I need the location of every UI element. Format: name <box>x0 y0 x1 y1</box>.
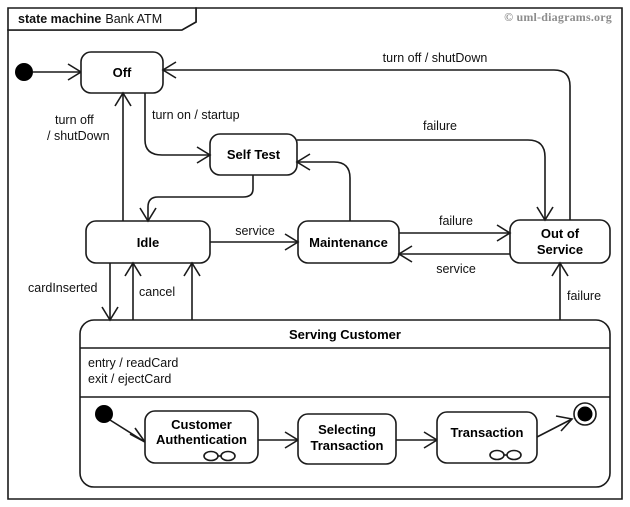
final-state <box>573 402 597 426</box>
edge-serving-customer-to-out-of-service <box>551 261 569 320</box>
edge-transaction-to-final <box>536 415 574 438</box>
label-cancel: cancel <box>139 285 175 299</box>
state-self-test[interactable]: Self Test <box>209 133 298 176</box>
initial-pseudostate <box>15 63 33 81</box>
edge-maintenance-to-self-test <box>295 153 351 221</box>
label-service-idle-maintenance: service <box>235 224 275 238</box>
composite-state-icon <box>489 449 522 461</box>
substate-transaction-label: Transaction <box>451 425 524 440</box>
edge-self-test-to-idle <box>139 175 254 223</box>
substate-transaction[interactable]: Transaction <box>436 411 538 464</box>
substate-initial-pseudostate <box>95 405 113 423</box>
substate-selecting-label-line1: Selecting <box>318 422 376 437</box>
state-maintenance-label: Maintenance <box>309 235 388 250</box>
edge-serving-customer-to-idle-completion <box>183 261 201 320</box>
label-turn-off-shutdown-top: turn off / shutDown <box>383 51 488 65</box>
copyright-notice: © uml-diagrams.org <box>504 10 612 24</box>
state-off-label: Off <box>113 65 132 80</box>
substate-selecting-label-line2: Transaction <box>311 438 384 453</box>
state-idle-label: Idle <box>137 235 159 250</box>
state-idle[interactable]: Idle <box>85 220 211 264</box>
edge-off-to-self-test <box>144 93 212 164</box>
label-turn-on-startup: turn on / startup <box>152 108 240 122</box>
edge-self-test-to-out-of-service <box>297 139 554 222</box>
state-out-of-service-label-line1: Out of <box>541 226 580 241</box>
diagram-keyword: state machine <box>18 12 101 26</box>
substate-auth-label-line1: Customer <box>171 417 232 432</box>
edge-idle-to-off <box>114 91 132 221</box>
edge-idle-to-maintenance <box>210 233 300 251</box>
state-out-of-service[interactable]: Out of Service <box>509 219 611 264</box>
state-serving-customer-label: Serving Customer <box>289 327 401 342</box>
serving-customer-entry-action: entry / readCard <box>88 356 178 370</box>
edge-serving-customer-to-idle-cancel <box>124 261 142 320</box>
edge-idle-to-serving-customer <box>101 263 119 322</box>
label-service-out-of-service-maintenance: service <box>436 262 476 276</box>
label-turn-off-shutdown-left-line1: turn off <box>55 113 94 127</box>
substate-auth-label-line2: Authentication <box>156 432 247 447</box>
edge-out-of-service-to-maintenance <box>397 245 510 263</box>
edge-out-of-service-to-off <box>161 61 571 220</box>
state-off[interactable]: Off <box>80 51 164 94</box>
label-turn-off-shutdown-left-line2: / shutDown <box>47 129 110 143</box>
state-self-test-label: Self Test <box>227 147 281 162</box>
serving-customer-exit-action: exit / ejectCard <box>88 372 171 386</box>
edge-maintenance-to-out-of-service <box>399 224 512 242</box>
substate-customer-authentication[interactable]: Customer Authentication <box>144 410 259 464</box>
label-failure-self-test: failure <box>423 119 457 133</box>
label-failure-maintenance: failure <box>439 214 473 228</box>
composite-state-icon <box>203 450 236 462</box>
state-maintenance[interactable]: Maintenance <box>297 220 400 264</box>
diagram-title: state machine Bank ATM <box>18 12 162 26</box>
diagram-name: Bank ATM <box>105 12 162 26</box>
label-failure-serving-customer: failure <box>567 289 601 303</box>
state-out-of-service-label-line2: Service <box>537 242 583 257</box>
substate-selecting-transaction[interactable]: Selecting Transaction <box>297 413 397 465</box>
label-card-inserted: cardInserted <box>28 281 98 295</box>
